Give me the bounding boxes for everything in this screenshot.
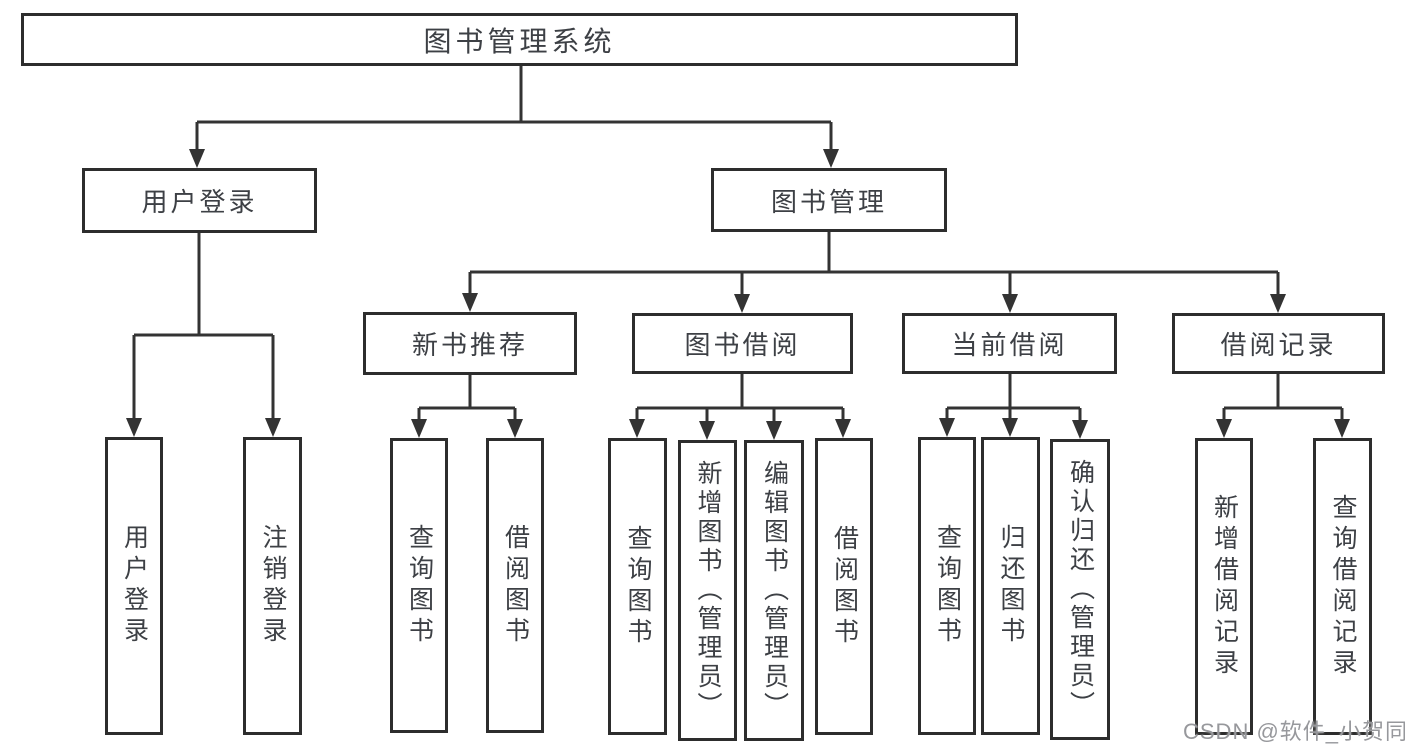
node-book-management: 图书管理 (711, 168, 947, 232)
leaf-borrow-books-borrow: 借阅图书 (815, 438, 873, 735)
connector-records-to-leaves (1222, 374, 1344, 422)
connector-login-to-leaves (132, 233, 275, 421)
leaf-query-borrow-record: 查询借阅记录 (1313, 438, 1372, 735)
leaf-add-borrow-record: 新增借阅记录 (1195, 438, 1253, 735)
node-borrow-records: 借阅记录 (1172, 313, 1385, 374)
leaf-edit-book-admin: 编辑图书（管理员） (744, 440, 804, 741)
connector-current-to-leaves (945, 374, 1082, 423)
node-current-borrow: 当前借阅 (902, 313, 1117, 374)
node-user-login: 用户登录 (82, 168, 317, 233)
watermark: CSDN @软件_小贺同学 (1183, 719, 1405, 744)
leaf-query-books-borrow: 查询图书 (608, 438, 667, 735)
leaf-logout: 注销登录 (243, 437, 302, 735)
leaf-query-books-newbook: 查询图书 (390, 438, 448, 733)
leaf-user-login: 用户登录 (105, 437, 163, 735)
leaf-borrow-books-newbook: 借阅图书 (486, 438, 544, 733)
leaf-query-books-current: 查询图书 (918, 437, 976, 735)
arrowheads (126, 149, 1350, 440)
node-library-management-system: 图书管理系统 (21, 13, 1018, 66)
leaf-confirm-return-admin: 确认归还（管理员） (1050, 439, 1110, 740)
connector-newbook-to-leaves (417, 375, 517, 422)
connector-borrow-to-leaves (635, 374, 845, 424)
node-book-borrow: 图书借阅 (632, 313, 853, 374)
connector-mgmt-to-level3 (468, 232, 1280, 297)
connector-root-to-level2 (195, 66, 833, 152)
leaf-add-book-admin: 新增图书（管理员） (678, 440, 737, 741)
node-new-book-recommend: 新书推荐 (363, 312, 577, 375)
leaf-return-book: 归还图书 (981, 437, 1040, 735)
